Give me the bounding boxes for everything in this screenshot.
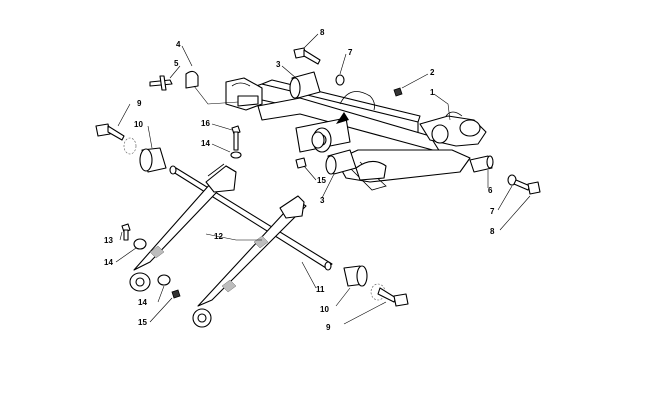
callout-labels: 4 5 3 8 7 2 1 9 10 16 14 15 3 6 7 8 13 1…: [104, 28, 495, 332]
callout-6: 6: [488, 186, 493, 195]
callout-10: 10: [134, 120, 143, 129]
washer-upper: [335, 74, 345, 86]
lower-arm-left: [129, 163, 237, 292]
bushing-upper: [289, 71, 321, 99]
callout-4: 4: [176, 40, 181, 49]
callout-12: 12: [214, 232, 223, 241]
washer-14-a: [133, 238, 147, 250]
callout-8: 8: [320, 28, 325, 37]
callout-15: 15: [138, 318, 147, 327]
nut-15-lower: [171, 289, 181, 299]
bolt-left: [95, 123, 137, 155]
spacer-left: [139, 147, 167, 173]
bolt-right-upper: [507, 174, 541, 195]
callout-7: 7: [490, 207, 495, 216]
callout-8: 8: [490, 227, 495, 236]
cap: [185, 70, 199, 89]
callout-9: 9: [326, 323, 331, 332]
lower-arm-right: [192, 195, 307, 328]
callout-3: 3: [276, 60, 281, 69]
leader-lines: [115, 33, 531, 325]
callout-11: 11: [316, 285, 325, 294]
callout-9: 9: [137, 99, 142, 108]
callout-5: 5: [174, 59, 179, 68]
bolt-right: [370, 283, 409, 307]
bolt-upper: [293, 47, 321, 65]
nut-15-upper: [295, 157, 307, 169]
bushing-lower: [325, 149, 357, 175]
callout-16: 16: [201, 119, 210, 128]
callout-7: 7: [348, 48, 353, 57]
bolt-16: [230, 125, 242, 159]
upper-swing-arm: [225, 77, 494, 191]
callout-14: 14: [201, 139, 210, 148]
callout-1: 1: [430, 88, 435, 97]
callout-14: 14: [138, 298, 147, 307]
callout-14: 14: [104, 258, 113, 267]
callout-3: 3: [320, 196, 325, 205]
callout-15: 15: [317, 176, 326, 185]
callout-2: 2: [430, 68, 435, 77]
washer-14-b: [157, 274, 171, 286]
callout-10: 10: [320, 305, 329, 314]
spacer-right: [343, 265, 368, 287]
bolt-13: [121, 223, 131, 241]
grease-fitting: [149, 75, 173, 91]
nut-small: [393, 87, 403, 97]
direction-arrow-icon: [336, 112, 349, 124]
callout-13: 13: [104, 236, 113, 245]
